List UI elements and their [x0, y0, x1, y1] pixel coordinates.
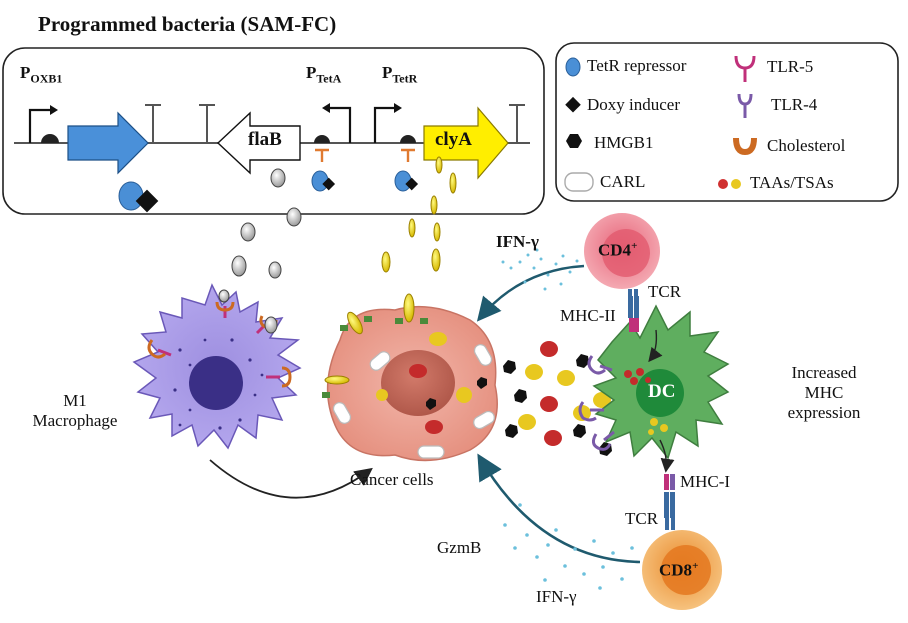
legend-hmgb1-icon [566, 134, 582, 148]
macrophage-tlr5-receptors [147, 301, 292, 388]
macrophage-nucleus [189, 356, 243, 410]
promoter-oxb1-label: POXB1 [20, 63, 63, 86]
m1-macrophage-label: M1 Macrophage [32, 391, 118, 430]
terminator-2 [199, 104, 215, 143]
dc-label: DC [648, 381, 676, 402]
legend-taa-red [718, 179, 728, 189]
legend-tlr4-label: TLR-4 [771, 95, 818, 114]
operator-teta [314, 135, 330, 143]
cd4-label: CD4+ [598, 240, 638, 260]
tetr-block-teta [315, 148, 329, 162]
operator-tetr [400, 135, 416, 143]
legend-tlr4-icon [737, 93, 753, 118]
legend-cholesterol-icon [733, 137, 757, 156]
legend-cholesterol-label: Cholesterol [767, 136, 846, 155]
clya-gene-arrow [423, 106, 509, 180]
promoter-tetr-label: PTetR [382, 63, 418, 86]
promoter-oxb1-arrow [28, 108, 52, 143]
gzmb-label: GzmB [437, 538, 482, 557]
cancer-cells-label: Cancer cells [350, 470, 434, 489]
dc-tlr4-receptors [578, 355, 615, 451]
promoter-teta-arrow [328, 106, 352, 143]
gzmb-dots-bottom [503, 503, 634, 590]
legend-tlr5-label: TLR-5 [767, 57, 814, 76]
tetr-repressor-icon [118, 181, 144, 211]
cancer-carl [332, 344, 495, 459]
ifn-dots-top [501, 248, 579, 291]
legend-carl-label: CARL [600, 172, 646, 191]
macrophage-granules [173, 338, 264, 430]
tcr-top-label: TCR [648, 282, 682, 301]
clya-gene-label: clyA [435, 129, 472, 150]
released-antigens [503, 341, 612, 456]
ifn-gamma-top-label: IFN-γ [496, 232, 539, 251]
increased-mhc-label: Increased MHC expression [787, 363, 861, 422]
tetr-block-tetr [401, 148, 415, 162]
legend-taa-yellow [731, 179, 741, 189]
flab-gene-label: flaB [248, 129, 282, 150]
diagram-title: Programmed bacteria (SAM-FC) [38, 12, 337, 36]
clya-toxins [381, 156, 457, 273]
promoter-tetr-arrow [373, 106, 396, 143]
terminator-1 [145, 104, 161, 143]
legend-tetr-icon [565, 57, 581, 77]
legend-tetr-label: TetR repressor [587, 56, 687, 75]
legend-carl-icon [564, 172, 594, 192]
mhc1-tcr-complex [664, 474, 675, 518]
legend-tlr5-icon [734, 55, 756, 82]
mhc2-label: MHC-II [560, 306, 616, 325]
ifn-gamma-bottom-label: IFN-γ [536, 587, 577, 606]
legend-hmgb1-label: HMGB1 [594, 133, 654, 152]
legend-taas-label: TAAs/TSAs [750, 173, 834, 192]
legend-box [555, 42, 899, 202]
flab-gene-arrow [216, 111, 301, 175]
legend-doxy-label: Doxy inducer [587, 95, 681, 114]
flagellin-bubbles [231, 168, 302, 279]
mhc1-label: MHC-I [680, 472, 731, 491]
macrophage-attack-arrow [209, 459, 373, 499]
mhc2-tcr-complex [628, 296, 639, 332]
operator-oxb1 [41, 134, 59, 143]
tcr-bottom-label: TCR [625, 509, 659, 528]
blue-gene-arrow [67, 111, 149, 175]
terminator-3 [509, 104, 525, 143]
cd8-kill-arrow [477, 453, 641, 564]
promoter-teta-label: PTetA [306, 63, 342, 86]
cd8-label: CD8+ [659, 560, 699, 580]
cancer-nucleus [381, 350, 455, 416]
